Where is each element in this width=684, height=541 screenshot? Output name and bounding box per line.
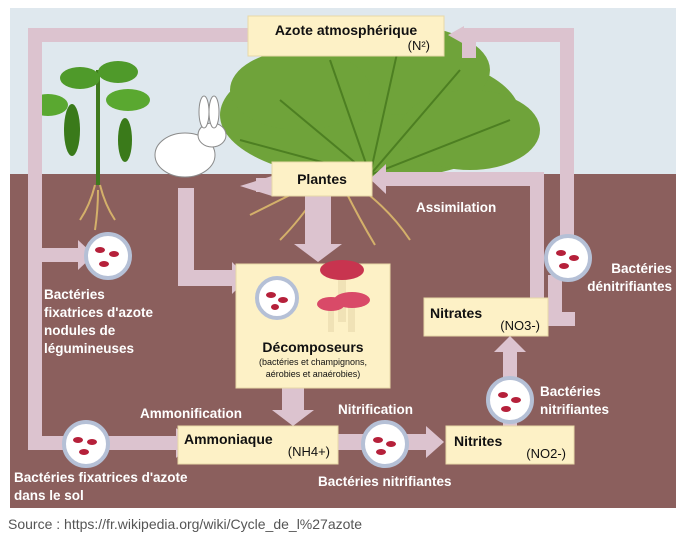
box-formula: (NO2-) xyxy=(526,446,566,461)
label-line: légumineuses xyxy=(44,341,134,356)
box-title: Ammoniaque xyxy=(184,431,273,447)
label-line: nodules de xyxy=(44,323,116,338)
bacteria-nodules-icon xyxy=(84,232,132,280)
label-line: nitrifiantes xyxy=(540,402,609,417)
box-title: Nitrates xyxy=(430,305,482,321)
label-line: Bactéries xyxy=(540,384,601,399)
label-line: Bactéries xyxy=(611,261,672,276)
bacteria-denitrifiantes-label: Bactéries dénitrifiantes xyxy=(587,261,672,294)
nitrification-label: Nitrification xyxy=(338,402,413,417)
box-subtitle-line1: (bactéries et champignons, xyxy=(259,357,367,367)
box-formula: (NH4+) xyxy=(288,444,330,459)
label-line: dénitrifiantes xyxy=(587,279,672,294)
box-title: Décomposeurs xyxy=(262,339,363,355)
bacteria-sol-icon xyxy=(62,420,110,468)
box-formula: (NO3-) xyxy=(500,318,540,333)
box-title: Nitrites xyxy=(454,433,502,449)
box-formula: (N²) xyxy=(408,38,430,53)
box-title: Azote atmosphérique xyxy=(275,22,418,38)
box-ammoniaque: Ammoniaque (NH4+) xyxy=(177,425,339,465)
label-line: dans le sol xyxy=(14,488,84,503)
rabbit-illustration xyxy=(154,95,227,178)
box-plantes: Plantes xyxy=(271,161,373,197)
box-decomposeurs: Décomposeurs (bactéries et champignons, … xyxy=(235,260,391,389)
box-nitrites: Nitrites (NO2-) xyxy=(445,425,575,465)
bacteria-nodules-label: Bactéries fixatrices d'azote nodules de … xyxy=(44,287,153,356)
source-caption: Source : https://fr.wikipedia.org/wiki/C… xyxy=(8,516,363,532)
bacteria-nitrifiantes-bottom-label: Bactéries nitrifiantes xyxy=(318,474,452,489)
box-azote-atmospherique: Azote atmosphérique (N²) xyxy=(247,15,445,57)
bacteria-denitrifiantes-icon xyxy=(544,234,592,282)
ammonification-label: Ammonification xyxy=(140,406,242,421)
bacteria-sol-label: Bactéries fixatrices d'azote dans le sol xyxy=(14,470,188,503)
label-line: fixatrices d'azote xyxy=(44,305,153,320)
label-line: Bactéries fixatrices d'azote xyxy=(14,470,188,485)
label-line: Bactéries xyxy=(44,287,105,302)
bacteria-nitrifiantes-right-label: Bactéries nitrifiantes xyxy=(540,384,609,417)
box-title: Plantes xyxy=(297,171,347,187)
bacteria-nitrifiantes-bottom-icon xyxy=(361,420,409,468)
bacteria-icon xyxy=(255,276,299,320)
box-nitrates: Nitrates (NO3-) xyxy=(423,297,549,337)
grass-blades xyxy=(239,39,511,176)
bacteria-nitrifiantes-right-icon xyxy=(486,376,534,424)
mushroom-icon xyxy=(317,260,370,332)
assimilation-label: Assimilation xyxy=(416,200,496,215)
box-subtitle-line2: aérobies et anaérobies) xyxy=(266,369,361,379)
legume-plant-illustration xyxy=(28,61,150,185)
